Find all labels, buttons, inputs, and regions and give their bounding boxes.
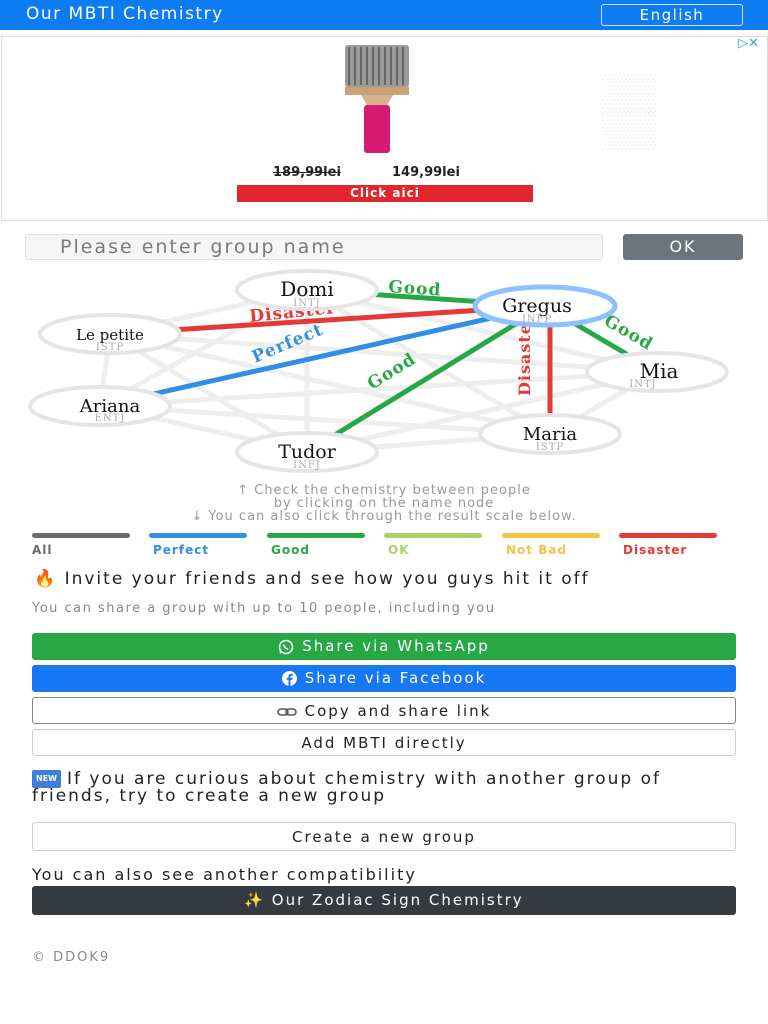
- invite-subtitle: You can share a group with up to 10 peop…: [32, 601, 496, 616]
- ad-old-price: 189,99lei: [273, 165, 341, 180]
- svg-text:ENTJ: ENTJ: [95, 413, 126, 424]
- node-maria[interactable]: Maria ISTP: [478, 413, 622, 455]
- legend-ok[interactable]: OK: [384, 533, 482, 557]
- legend-label: All: [32, 543, 53, 557]
- chemistry-graph: Good Disaster Perfect Good Good Disaster…: [28, 269, 729, 473]
- zodiac-chemistry-button[interactable]: ✨ Our Zodiac Sign Chemistry: [32, 886, 736, 915]
- legend-label: Good: [271, 543, 310, 557]
- share-whatsapp-button[interactable]: Share via WhatsApp: [32, 633, 736, 660]
- hint-line-3: ↓ You can also click through the result …: [191, 509, 577, 524]
- node-gregus[interactable]: Gregus INFP: [472, 284, 618, 328]
- svg-text:Le petite: Le petite: [76, 326, 144, 344]
- legend-label: Not Bad: [506, 543, 568, 557]
- legend-disaster[interactable]: Disaster: [619, 533, 717, 557]
- ad-banner[interactable]: ▒▒▒▒ ▷✕ 189,99lei 149,99lei Click aici: [1, 36, 768, 221]
- svg-text:Ariana: Ariana: [79, 396, 141, 417]
- svg-text:Tudor: Tudor: [278, 441, 337, 463]
- svg-text:ISTP: ISTP: [96, 342, 124, 353]
- ad-faded-background: ▒▒▒▒: [602, 73, 656, 149]
- fire-icon: 🔥: [34, 569, 58, 589]
- legend-bar: [32, 533, 130, 538]
- share-whatsapp-label: Share via WhatsApp: [302, 637, 490, 655]
- legend-label: Disaster: [623, 543, 688, 557]
- legend-perfect[interactable]: Perfect: [149, 533, 247, 557]
- language-button[interactable]: English: [601, 4, 743, 26]
- ok-button[interactable]: OK: [623, 234, 743, 260]
- invite-title: 🔥 Invite your friends and see how you gu…: [34, 569, 724, 589]
- svg-text:ISTP: ISTP: [536, 442, 564, 453]
- edge-lepetite-gregus: [109, 303, 546, 337]
- edge-ariana-gregus: [99, 303, 546, 409]
- invite-title-text: Invite your friends and see how you guys…: [64, 569, 590, 589]
- app-title[interactable]: Our MBTI Chemistry: [26, 4, 224, 24]
- legend-bar: [267, 533, 365, 538]
- legend-not-bad[interactable]: Not Bad: [502, 533, 600, 557]
- svg-text:Gregus: Gregus: [502, 295, 572, 317]
- edge-label: Perfect: [249, 320, 326, 368]
- create-group-button[interactable]: Create a new group: [32, 822, 736, 851]
- legend-bar: [502, 533, 600, 538]
- legend-all[interactable]: All: [32, 533, 130, 557]
- add-mbti-button[interactable]: Add MBTI directly: [32, 729, 736, 756]
- ad-new-price: 149,99lei: [392, 165, 460, 180]
- svg-text:Maria: Maria: [523, 424, 578, 445]
- legend-bar: [619, 533, 717, 538]
- copy-link-button[interactable]: Copy and share link: [32, 697, 736, 724]
- node-domi[interactable]: Domi INTJ: [235, 269, 379, 311]
- node-ariana[interactable]: Ariana ENTJ: [28, 385, 172, 427]
- svg-text:Mia: Mia: [640, 359, 679, 383]
- node-tudor[interactable]: Tudor INFJ: [235, 431, 379, 473]
- hair-brush-image: [345, 45, 409, 153]
- edge-label: Disaster: [515, 314, 534, 396]
- legend-good[interactable]: Good: [267, 533, 365, 557]
- new-badge-icon: NEW: [32, 770, 61, 788]
- link-icon: [276, 707, 297, 716]
- share-facebook-button[interactable]: Share via Facebook: [32, 665, 736, 692]
- ad-cta-button[interactable]: Click aici: [237, 185, 533, 202]
- edge-label: Good: [601, 311, 657, 355]
- ad-choices-icon[interactable]: ▷✕: [738, 36, 759, 51]
- edge-tudor-gregus: [305, 303, 547, 455]
- other-compatibility-text: You can also see another compatibility: [32, 865, 417, 884]
- whatsapp-icon: [278, 639, 294, 654]
- legend-bar: [149, 533, 247, 538]
- svg-text:Domi: Domi: [280, 277, 333, 301]
- svg-text:INTJ: INTJ: [293, 298, 320, 309]
- hint-line-2: by clicking on the name node: [273, 496, 495, 511]
- svg-text:INFJ: INFJ: [293, 460, 321, 471]
- legend-label: Perfect: [153, 543, 210, 557]
- legend-bar: [384, 533, 482, 538]
- new-group-text: If you are curious about chemistry with …: [32, 769, 662, 806]
- node-le-petite[interactable]: Le petite ISTP: [38, 313, 182, 355]
- edge-label: Good: [388, 277, 442, 301]
- copy-link-label: Copy and share link: [304, 702, 492, 720]
- svg-text:INFP: INFP: [522, 314, 552, 325]
- group-name-input[interactable]: [25, 234, 603, 260]
- svg-text:INTJ: INTJ: [629, 379, 656, 390]
- top-navbar: Our MBTI Chemistry English: [0, 0, 768, 30]
- legend-label: OK: [388, 543, 410, 557]
- copyright: © DDOK9: [32, 950, 111, 965]
- facebook-icon: [281, 671, 297, 686]
- node-mia[interactable]: Mia INTJ: [585, 351, 729, 393]
- share-facebook-label: Share via Facebook: [304, 669, 487, 687]
- hint-line-1: ↑ Check the chemistry between people: [237, 483, 531, 498]
